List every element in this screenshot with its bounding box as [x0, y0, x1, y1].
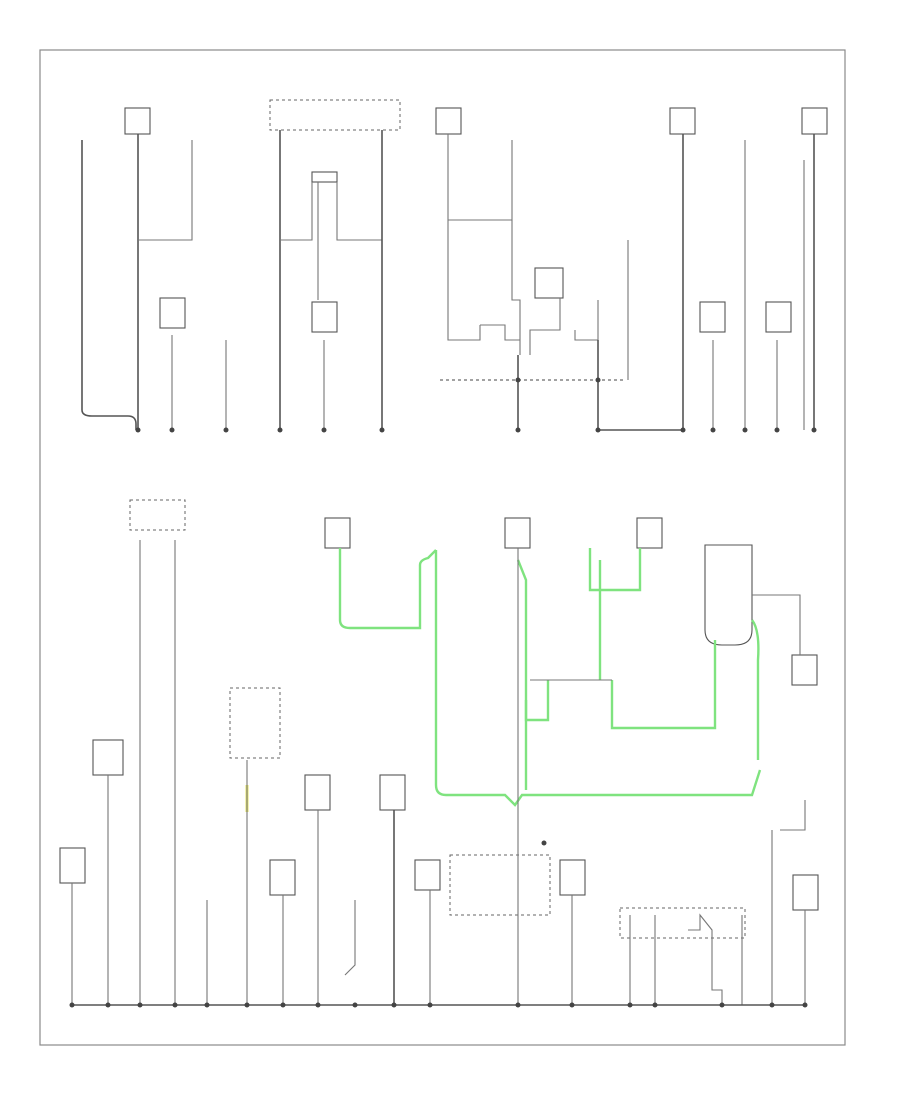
component-box	[435, 107, 462, 135]
switch-wire	[448, 140, 513, 221]
ground-point	[742, 427, 748, 433]
ground-point	[515, 427, 521, 433]
component-box	[304, 774, 331, 811]
component-box	[791, 654, 818, 686]
component-box	[159, 297, 186, 329]
connector-outline	[269, 99, 401, 131]
ground-point	[244, 1002, 250, 1008]
component-box	[124, 107, 151, 135]
upper-ground-section	[81, 99, 828, 433]
ground-point	[391, 1002, 397, 1008]
splice-dot	[595, 377, 601, 383]
ground-wire	[752, 594, 801, 655]
ground-point	[569, 1002, 575, 1008]
ground-point	[680, 427, 686, 433]
ground-point	[627, 1002, 633, 1008]
ground-point	[135, 427, 141, 433]
component-box	[504, 517, 531, 549]
ground-point	[710, 427, 716, 433]
ground-wire	[344, 900, 356, 976]
switch-wire	[480, 324, 520, 341]
ground-point	[204, 1002, 210, 1008]
component-box	[269, 859, 296, 896]
ground-wire	[780, 800, 806, 831]
ground-point	[379, 427, 385, 433]
ground-point	[69, 1002, 75, 1008]
ground-point	[719, 1002, 725, 1008]
ground-point	[352, 1002, 358, 1008]
component-box	[59, 847, 86, 884]
connector-outline	[449, 854, 551, 916]
component-box	[379, 774, 406, 811]
ground-wire	[688, 913, 723, 1005]
splice-dot	[541, 840, 547, 846]
component-box	[792, 874, 819, 911]
ground-wire	[81, 140, 137, 430]
combination-switch	[704, 544, 753, 646]
highlighted-circuit	[516, 559, 528, 790]
component-box	[414, 859, 441, 891]
ground-point	[321, 427, 327, 433]
ground-point	[595, 427, 601, 433]
ground-points-upper	[135, 427, 817, 433]
component-box	[765, 301, 792, 333]
switch-wire	[574, 300, 599, 341]
component-box	[534, 267, 564, 299]
ground-point	[169, 427, 175, 433]
ground-wire	[598, 134, 684, 431]
ground-point	[277, 427, 283, 433]
highlighted-circuit	[588, 548, 642, 592]
ground-point	[802, 1002, 808, 1008]
ground-point	[515, 1002, 521, 1008]
component-box	[311, 171, 338, 183]
component-box	[324, 517, 351, 549]
ground-point	[774, 427, 780, 433]
connector-outline	[129, 499, 186, 531]
lower-ground-section	[59, 499, 819, 1008]
component-box	[559, 859, 586, 896]
highlighted-circuit	[524, 680, 550, 722]
highlighted-circuit	[434, 550, 762, 807]
ground-point	[811, 427, 817, 433]
component-box	[92, 739, 124, 776]
connector-outline	[619, 907, 746, 939]
ground-point	[652, 1002, 658, 1008]
ground-point	[427, 1002, 433, 1008]
highlighted-circuit	[751, 619, 760, 760]
ground-points-lower	[69, 1002, 808, 1008]
switch-wire	[511, 220, 521, 355]
ground-point	[280, 1002, 286, 1008]
ground-point	[223, 427, 229, 433]
ground-wire	[138, 140, 193, 241]
component-box	[669, 107, 696, 135]
connector-outline	[229, 687, 281, 759]
ground-wire	[280, 182, 313, 241]
component-box	[699, 301, 726, 333]
switch-wire	[529, 298, 561, 355]
splice-dot	[515, 377, 521, 383]
highlighted-circuit	[610, 640, 717, 730]
component-box	[311, 301, 338, 333]
ground-point	[105, 1002, 111, 1008]
component-box	[636, 517, 663, 549]
ground-wire	[336, 182, 382, 241]
ground-point	[172, 1002, 178, 1008]
diagram-frame	[39, 49, 846, 1046]
switch-wire	[447, 134, 481, 341]
component-box	[801, 107, 828, 135]
ground-point	[137, 1002, 143, 1008]
highlighted-circuit	[338, 548, 437, 630]
ground-point	[769, 1002, 775, 1008]
ground-point	[315, 1002, 321, 1008]
